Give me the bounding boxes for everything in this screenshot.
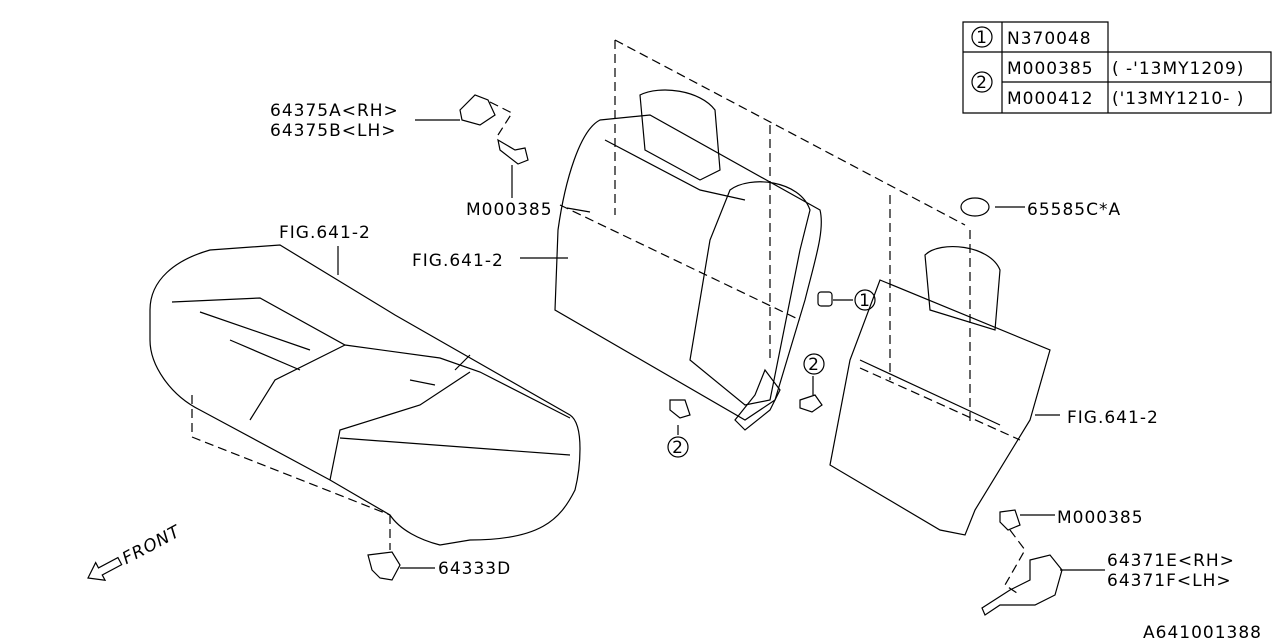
label-ref2b: 2 — [672, 438, 684, 458]
front-arrow: FRONT — [87, 521, 185, 582]
headrest-left-2 — [689, 181, 811, 406]
seat-back-left — [554, 39, 966, 431]
legend-ref-1: 1 — [976, 28, 988, 48]
label-back-right-fig: FIG.641-2 — [1067, 408, 1159, 428]
legend-part-3: M000412 — [1007, 89, 1094, 109]
seat-back-right — [829, 195, 1051, 536]
legend-table: 1 N370048 2 M000385 ( -'13MY1209) M00041… — [962, 21, 1272, 114]
bolt-bottom — [999, 509, 1021, 531]
label-64333D: 64333D — [438, 559, 511, 579]
label-64371E: 64371E<RH> — [1107, 551, 1235, 571]
ref-circle-1-callout — [854, 289, 876, 311]
arrow-icon — [87, 556, 123, 582]
front-label: FRONT — [119, 521, 185, 569]
label-64375B: 64375B<LH> — [270, 121, 397, 141]
bracket-64371 — [981, 529, 1063, 616]
label-bolt-top: M000385 — [466, 200, 553, 220]
legend-part-1: N370048 — [1007, 29, 1092, 49]
legend-note-3: ('13MY1210- ) — [1112, 89, 1244, 109]
bolt-2a — [669, 399, 691, 419]
belt-bracket — [734, 368, 781, 431]
label-64375A: 64375A<RH> — [270, 101, 399, 121]
headrest-left-1 — [639, 89, 721, 181]
bolt-2b — [799, 394, 823, 413]
ref-circle-2b-callout — [667, 436, 689, 458]
diagram-id: A641001388 — [1143, 623, 1262, 640]
ref-circle-2a-callout — [803, 353, 825, 375]
label-cushion-fig: FIG.641-2 — [279, 223, 371, 243]
ref-circle-1 — [971, 26, 993, 48]
label-ref2a: 2 — [808, 355, 820, 375]
legend-note-2: ( -'13MY1209) — [1112, 59, 1244, 79]
ref-circle-2 — [971, 71, 993, 93]
label-back-left-fig: FIG.641-2 — [412, 251, 504, 271]
label-ref1: 1 — [859, 291, 871, 311]
label-bolt-bottom: M000385 — [1057, 508, 1144, 528]
bolt-top — [497, 138, 529, 165]
hinge-64375 — [459, 94, 513, 136]
clip-65585 — [960, 197, 990, 217]
nut-1 — [817, 291, 833, 307]
label-64371F: 64371F<LH> — [1107, 571, 1232, 591]
headrest-right — [924, 246, 1001, 331]
seat-cushion — [149, 244, 581, 550]
legend-ref-2: 2 — [976, 73, 988, 93]
leader-lines — [337, 119, 1105, 571]
label-clip: 65585C*A — [1027, 200, 1121, 220]
cushion-hook — [367, 551, 401, 581]
legend-part-2: M000385 — [1007, 59, 1094, 79]
